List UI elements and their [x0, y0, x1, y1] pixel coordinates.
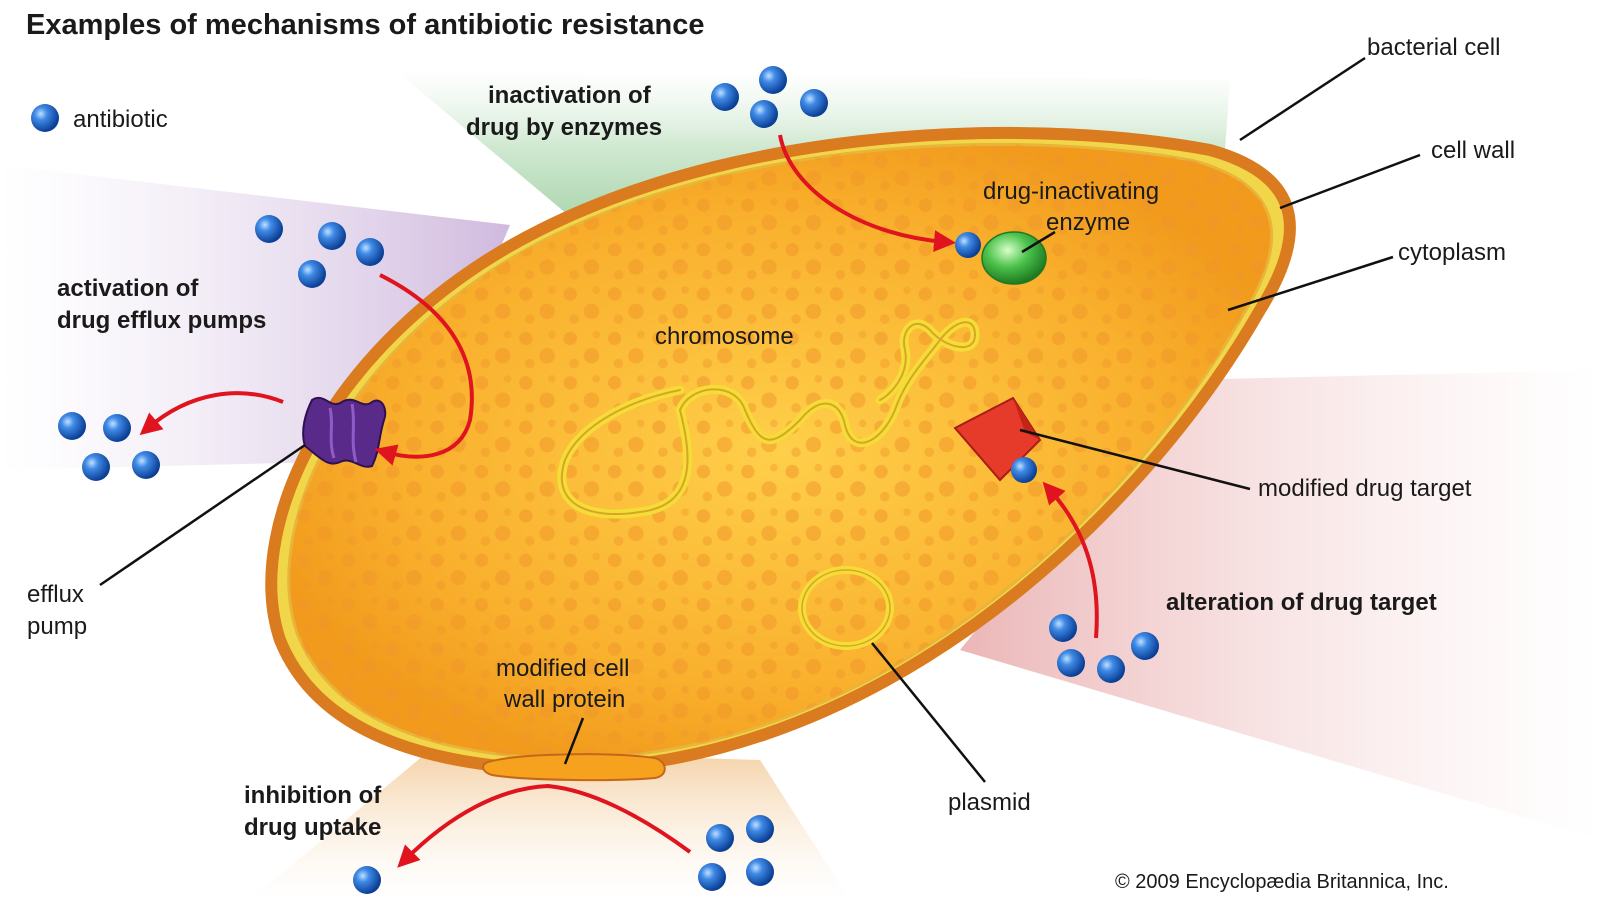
drug-inactivating-enzyme: [981, 231, 1047, 285]
efflux-label-line-1: activation of: [57, 275, 199, 302]
antibiotic-legend-label: antibiotic: [73, 106, 168, 133]
uptake-label-line-2: drug uptake: [244, 814, 381, 841]
cytoplasm-label: cytoplasm: [1398, 239, 1506, 266]
antibiotic-molecule: [132, 451, 160, 479]
antibiotic-molecule: [698, 863, 726, 891]
antibiotic-molecule: [82, 453, 110, 481]
bacterial-cell-leader: [1239, 56, 1366, 142]
plasmid-label: plasmid: [948, 789, 1031, 816]
enzyme-label-line-1: drug-inactivating: [983, 178, 1159, 205]
modified-drug-target-notch: [1013, 398, 1040, 440]
chromosome-label: chromosome: [655, 323, 794, 350]
antibiotic-molecule: [746, 815, 774, 843]
wall-protein-leader: [563, 717, 585, 765]
antibiotic-molecule: [711, 83, 739, 111]
plasmid-leader: [871, 642, 986, 783]
chromosome-strand-shadow: [560, 321, 977, 516]
alteration-arrow: [1042, 481, 1099, 639]
alteration-label: alteration of drug target: [1166, 589, 1437, 616]
inactivation-label-line-1: inactivation of: [488, 82, 652, 109]
efflux-label-line-2: drug efflux pumps: [57, 307, 266, 334]
wall-protein-label-line-2: wall protein: [503, 686, 625, 713]
antibiotic-molecule: [706, 824, 734, 852]
bacterial-cell: [265, 126, 1296, 776]
antibiotic-molecule: [353, 866, 381, 894]
copyright-credit: © 2009 Encyclopædia Britannica, Inc.: [1115, 871, 1449, 893]
efflux-pump-leader: [99, 443, 306, 587]
antibiotic-molecule: [255, 215, 283, 243]
antibiotic-molecule: [1131, 632, 1159, 660]
antibiotic-molecule: [356, 238, 384, 266]
inactivation-arrow: [778, 134, 956, 253]
antibiotic-molecule: [58, 412, 86, 440]
antibiotic-molecule: [1057, 649, 1085, 677]
cell-wall-leader: [1279, 153, 1421, 210]
antibiotic-molecule: [746, 858, 774, 886]
bacterial-cell-label: bacterial cell: [1367, 34, 1500, 61]
wall-protein-label-line-1: modified cell: [496, 655, 629, 682]
antibiotic-molecule: [31, 104, 59, 132]
plasmid-ring-shadow: [801, 569, 891, 647]
antibiotic-molecule: [103, 414, 131, 442]
efflux-exit-arrow: [139, 391, 284, 436]
antibiotic-molecule: [955, 232, 981, 258]
antibiotic-molecule: [800, 89, 828, 117]
modified-target-leader: [1019, 428, 1251, 491]
efflux-pump: [302, 397, 387, 468]
inactivation-label-line-2: drug by enzymes: [466, 114, 662, 141]
antibiotic-molecule: [1011, 457, 1037, 483]
cell-wall-label: cell wall: [1431, 137, 1515, 164]
uptake-label-line-1: inhibition of: [244, 782, 382, 809]
antibiotic-molecule: [750, 100, 778, 128]
uptake-arrow: [397, 783, 692, 868]
efflux-entry-arrow: [374, 273, 474, 466]
efflux-pump-label-line-1: efflux: [27, 581, 84, 608]
antibiotic-molecule: [1049, 614, 1077, 642]
antibiotic-molecule: [759, 66, 787, 94]
antibiotic-molecule: [298, 260, 326, 288]
enzyme-label-line-2: enzyme: [1046, 209, 1130, 236]
antibiotic-molecules: [31, 66, 1159, 894]
cytoplasm-leader: [1227, 255, 1394, 312]
diagram-title: Examples of mechanisms of antibiotic res…: [26, 9, 705, 41]
cytoplasm-texture: [288, 144, 1272, 759]
modified-cell-wall-protein: [482, 753, 666, 782]
leader-lines: [99, 56, 1421, 783]
efflux-pump-label-line-2: pump: [27, 613, 87, 640]
antibiotic-molecule: [318, 222, 346, 250]
enzyme-leader: [1021, 230, 1056, 254]
modified-target-label: modified drug target: [1258, 475, 1472, 502]
antibiotic-molecule: [1097, 655, 1125, 683]
